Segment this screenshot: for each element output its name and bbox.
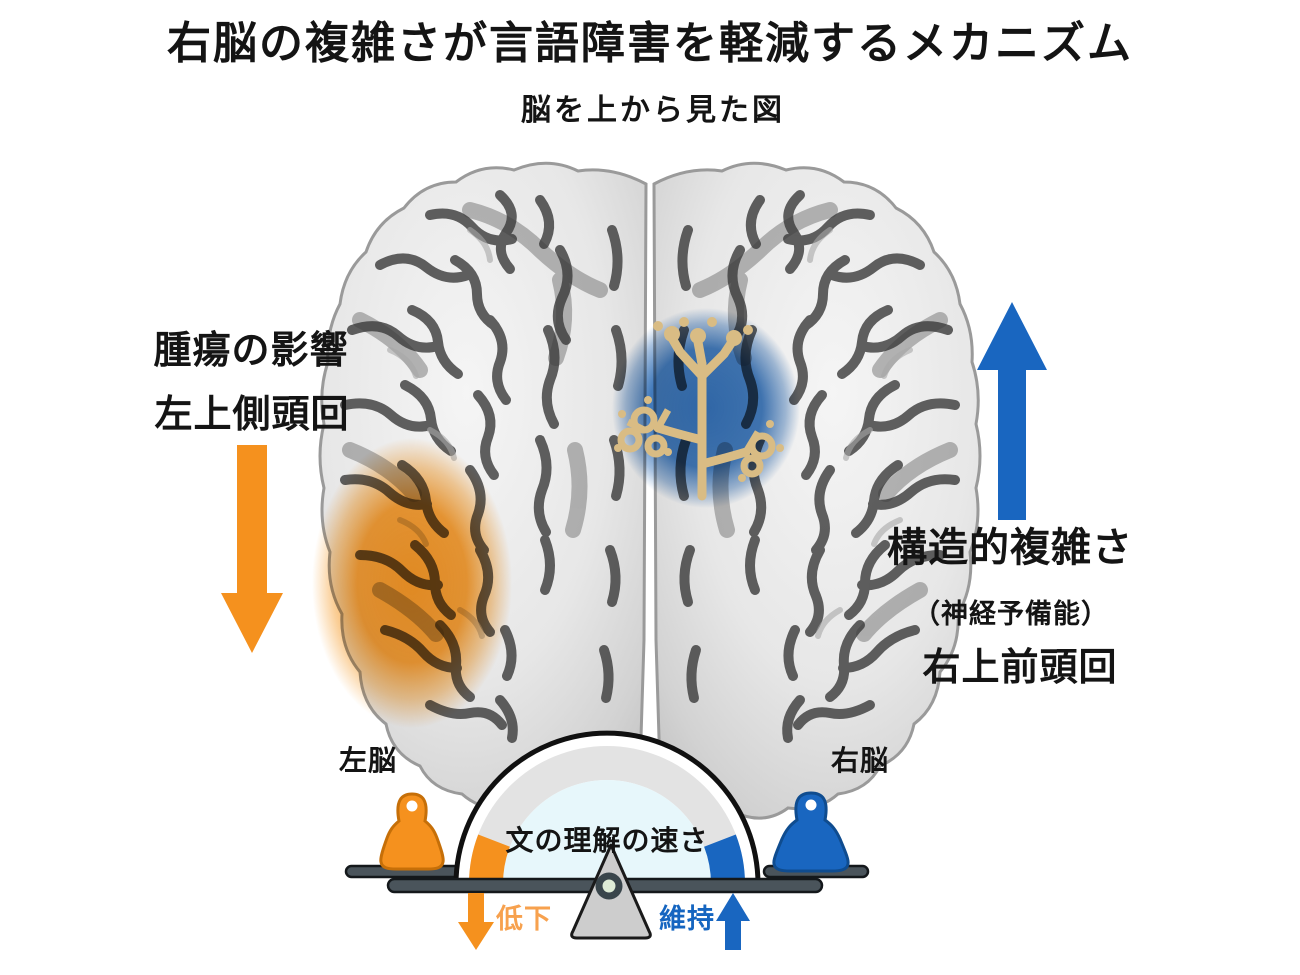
maintain-up-arrow-icon — [716, 893, 750, 950]
left-region-label: 左上側頭回 — [154, 394, 350, 436]
page-title: 右脳の複雑さが言語障害を軽減するメカニズム — [167, 19, 1133, 68]
gauge-orange-segment — [469, 834, 510, 884]
dendrite-icon — [614, 317, 784, 501]
gauge-blue-segment — [704, 834, 745, 884]
gauge-inner-face — [503, 780, 711, 884]
neural-reserve-label: （神経予備能） — [913, 599, 1109, 629]
view-subtitle: 脳を上から見た図 — [521, 94, 785, 127]
gauge-band — [469, 746, 745, 884]
complexity-label: 構造的複雑さ — [887, 526, 1133, 570]
decline-label: 低下 — [496, 904, 552, 934]
right-weight-icon — [772, 791, 850, 873]
left-weight-icon — [379, 792, 445, 871]
left-brain-label: 左脳 — [338, 745, 398, 776]
right-brain-label: 右脳 — [830, 745, 890, 776]
maintain-label: 維持 — [659, 904, 715, 934]
complexity-up-arrow-icon — [977, 302, 1047, 520]
decline-down-arrow-icon — [458, 893, 494, 950]
tumor-down-arrow-icon — [221, 445, 283, 653]
tumor-effect-label: 腫瘍の影響 — [153, 330, 349, 372]
comprehension-gauge — [453, 730, 761, 885]
fulcrum-icon — [570, 843, 652, 940]
gauge-title: 文の理解の速さ — [505, 825, 709, 856]
right-region-label: 右上前頭回 — [922, 647, 1118, 689]
tumor-highlight-region — [312, 438, 512, 728]
